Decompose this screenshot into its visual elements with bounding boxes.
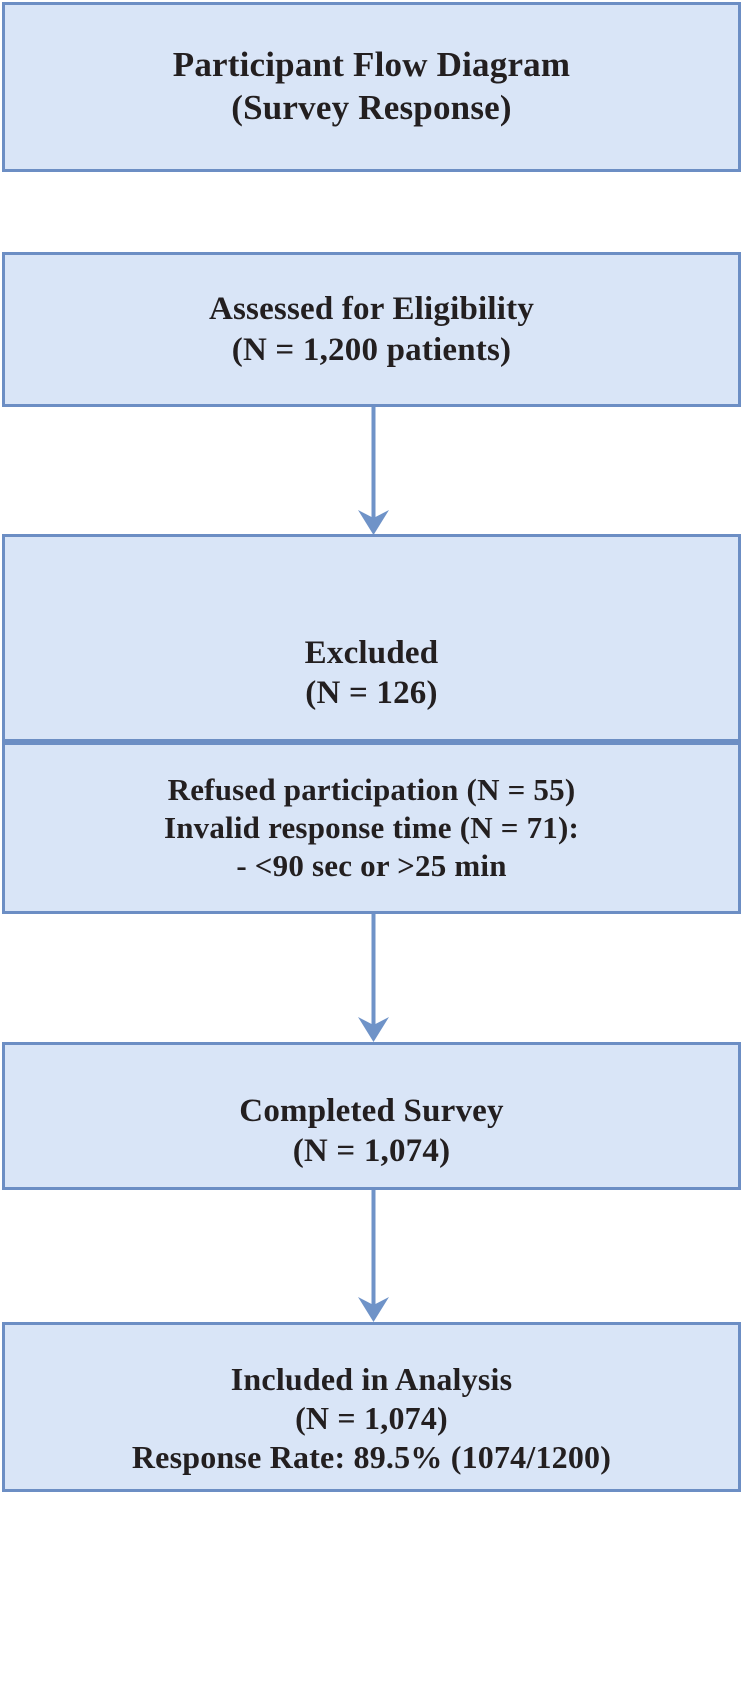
- node-excluded-reasons: Refused participation (N = 55) Invalid r…: [2, 742, 741, 914]
- diagram-title-line-1: Participant Flow Diagram: [172, 45, 571, 85]
- node-excluded-label: Excluded: [304, 634, 439, 671]
- node-reason-refused: Refused participation (N = 55): [167, 772, 576, 808]
- node-excluded-count: (N = 126): [305, 674, 438, 711]
- node-excluded: Excluded (N = 126): [2, 534, 741, 742]
- node-included-response-rate: Response Rate: 89.5% (1074/1200): [131, 1438, 612, 1475]
- node-assessed-label: Assessed for Eligibility: [208, 291, 535, 328]
- node-assessed-for-eligibility: Assessed for Eligibility (N = 1,200 pati…: [2, 252, 741, 407]
- node-completed-survey: Completed Survey (N = 1,074): [2, 1042, 741, 1190]
- connector-assessed-to-excluded: [0, 407, 747, 537]
- node-completed-count: (N = 1,074): [292, 1132, 451, 1169]
- connector-excluded-to-completed: [0, 914, 747, 1044]
- node-included-label: Included in Analysis: [230, 1360, 513, 1397]
- connector-completed-to-included: [0, 1190, 747, 1324]
- node-included-in-analysis: Included in Analysis (N = 1,074) Respons…: [2, 1322, 741, 1492]
- node-included-count: (N = 1,074): [295, 1399, 448, 1436]
- diagram-title-line-2: (Survey Response): [231, 88, 512, 127]
- diagram-title-box: Participant Flow Diagram (Survey Respons…: [2, 2, 741, 172]
- node-reason-invalid-time: Invalid response time (N = 71):: [163, 810, 580, 846]
- node-reason-invalid-time-detail: - <90 sec or >25 min: [236, 847, 507, 883]
- node-assessed-count: (N = 1,200 patients): [231, 331, 512, 368]
- node-completed-label: Completed Survey: [239, 1092, 504, 1129]
